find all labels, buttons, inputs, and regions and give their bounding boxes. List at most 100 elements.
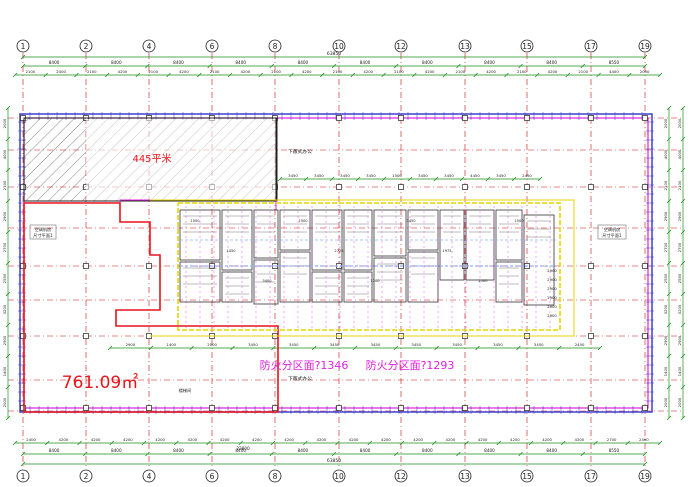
axis-label: 12 (396, 42, 406, 51)
axis-label: 6 (210, 472, 215, 481)
dim-tick (311, 345, 317, 351)
dim-tick (680, 291, 686, 297)
dim-text: 3450 (340, 173, 350, 178)
dim-text: 4200 (478, 437, 488, 442)
dim-tick (44, 440, 50, 446)
dim-tick (145, 451, 150, 457)
core-dim-text: 2900 (547, 268, 557, 273)
dim-text: 2900 (663, 335, 668, 345)
dim-text: 8400 (422, 60, 433, 65)
left-room-sub: 尺寸平面1 (33, 232, 53, 239)
dim-tick (12, 440, 18, 446)
dim-text: 2450 (522, 173, 532, 178)
dim-tick (230, 345, 235, 351)
dim-tick (238, 440, 244, 446)
dim-tick (680, 198, 686, 204)
dim-text: 2100 (87, 69, 97, 74)
core-room (465, 209, 495, 281)
hatched-area-label: 445平米 (132, 152, 171, 165)
right-room-sub: 尺寸平面1 (602, 232, 622, 239)
dim-tick (207, 63, 212, 69)
dim-text: 3200 (663, 304, 668, 314)
dim-tick (680, 353, 686, 359)
dim-text: 4000 (663, 149, 668, 159)
dim-text: 2500 (207, 342, 217, 347)
column (20, 405, 26, 411)
dim-tick (680, 136, 686, 142)
dim-text: 3200 (677, 304, 682, 314)
dim-tick (434, 345, 439, 351)
dim-text: 2100 (663, 180, 668, 190)
dim-text: 2400 (575, 342, 585, 347)
dim-text: 1400 (677, 366, 682, 376)
axis-bubble (332, 39, 346, 53)
axis-bubble (79, 39, 93, 53)
dim-text: 2100 (677, 180, 682, 190)
core-outer (150, 199, 575, 337)
column (524, 184, 530, 190)
core-room (523, 214, 555, 306)
dim-tick (206, 440, 211, 446)
column (83, 333, 89, 339)
dim-text: 8400 (235, 448, 246, 453)
dim-tick (350, 72, 356, 78)
axis-label: 19 (640, 472, 650, 481)
hatched-mask (86, 119, 276, 200)
axis-bubble (394, 469, 408, 483)
core-dim-text: 2900 (547, 313, 557, 318)
core-dim-text: 2500 (478, 279, 488, 283)
axis-bubble (16, 469, 30, 483)
dim-tick (393, 451, 399, 457)
dim-text: 2550 (2, 273, 7, 283)
dim-tick (277, 176, 283, 182)
core-room (407, 209, 439, 251)
dim-tick (456, 63, 461, 69)
dim-text: 2000 (2, 118, 7, 128)
dim-tick (173, 440, 179, 446)
right-room-box (597, 224, 627, 240)
core-room (311, 271, 343, 303)
dim-tick (20, 461, 26, 467)
dim-text: 1400 (2, 366, 7, 376)
dim-tick (335, 440, 340, 446)
dim-tick (407, 176, 413, 182)
column (524, 405, 530, 411)
column (83, 405, 89, 411)
dim-text: 2000 (663, 397, 668, 407)
axis-bubble (584, 469, 598, 483)
grid-lines (8, 53, 684, 469)
core-dim-text: 3400 (262, 279, 272, 283)
dim-text: 4450 (470, 173, 480, 178)
dim-text: 8400 (298, 448, 309, 453)
dim-tick (77, 440, 82, 446)
axis-label: 8 (273, 472, 278, 481)
dim-text: 3450 (288, 173, 298, 178)
column (524, 115, 530, 121)
dim-tick (597, 345, 603, 351)
dim-text: 4200 (302, 69, 312, 74)
dim-text: 3450 (534, 342, 544, 347)
axis-label: 8 (273, 42, 278, 51)
core-dim-text: 3450 (406, 219, 416, 223)
axis-bubble (205, 469, 219, 483)
dim-tick (518, 451, 523, 457)
dim-text: 4200 (575, 437, 585, 442)
dim-text: 4400 (609, 69, 619, 74)
axis-bubble (458, 39, 472, 53)
building-core: 1500145034001500277512003450197525001500… (150, 199, 575, 337)
dim-text: 2700 (677, 242, 682, 252)
dim-text: 4200 (179, 69, 189, 74)
left-room-label: 空调机房 (35, 226, 52, 233)
dim-tick (560, 440, 566, 446)
axis-label: 17 (586, 472, 596, 481)
dim-text: 4200 (446, 437, 456, 442)
dim-text: 2900 (2, 335, 7, 345)
stair-label: 楼梯间 (179, 387, 192, 394)
dim-tick (596, 72, 601, 78)
dim-tick (534, 72, 540, 78)
column (462, 184, 468, 190)
core-dim-text: 1500 (190, 219, 200, 223)
dim-tick (227, 72, 233, 78)
dim-text: 4200 (59, 437, 69, 442)
